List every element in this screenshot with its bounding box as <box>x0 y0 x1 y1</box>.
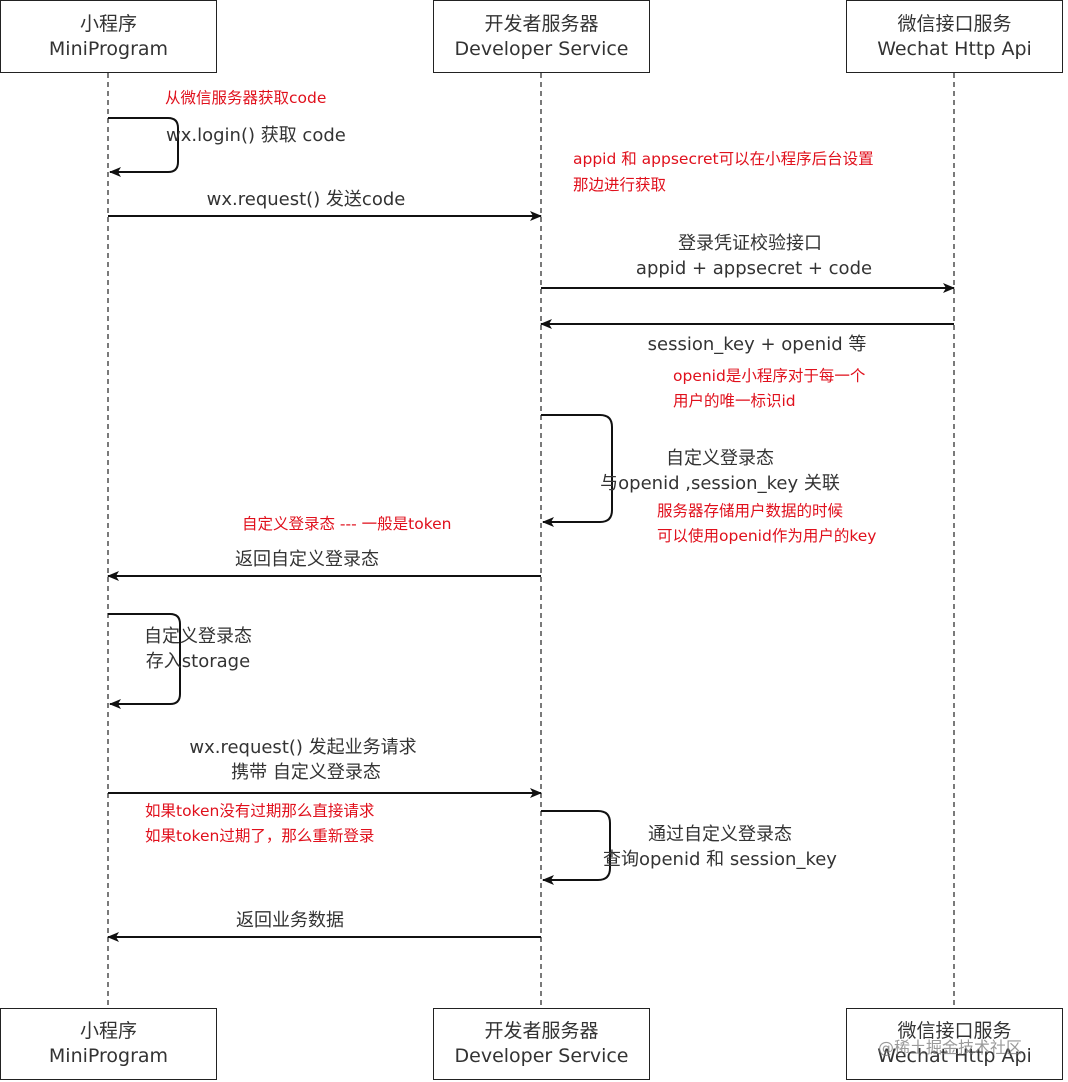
note-expire-line2: 如果token过期了，那么重新登录 <box>145 827 375 845</box>
actor-developer-service-bottom: 开发者服务器 Developer Service <box>433 1008 650 1080</box>
actor-label-zh: 开发者服务器 <box>484 12 599 35</box>
watermark: @稀土掘金技术社区 <box>878 1038 1023 1057</box>
actor-label-zh: 微信接口服务 <box>897 12 1012 35</box>
actor-label-en: Developer Service <box>454 37 629 60</box>
message-verify-line1: 登录凭证校验接口 <box>678 233 822 254</box>
self-arrow-query <box>541 810 611 885</box>
actor-miniprogram-bottom: 小程序 MiniProgram <box>0 1008 217 1080</box>
message-send-code: wx.request() 发送code <box>206 189 406 210</box>
actor-label-zh: 微信接口服务 <box>897 1020 1012 1042</box>
note-get-code: 从微信服务器获取code <box>165 89 327 107</box>
self-arrow-custom-state <box>541 414 613 527</box>
message-biz-request-line1: wx.request() 发起业务请求 <box>189 737 417 758</box>
note-store-key-line1: 服务器存储用户数据的时候 <box>657 502 844 520</box>
message-store-line2: 存入storage <box>145 651 251 672</box>
message-query-line1: 通过自定义登录态 <box>648 824 792 845</box>
note-expire-line1: 如果token没有过期那么直接请求 <box>145 802 375 820</box>
actor-label-en: Developer Service <box>454 1045 629 1067</box>
actor-label-en: Wechat Http Api <box>877 1045 1032 1067</box>
note-store-key-line2: 可以使用openid作为用户的key <box>657 527 877 545</box>
actor-developer-service-top: 开发者服务器 Developer Service <box>433 0 650 73</box>
message-custom-state-line2: 与openid ,session_key 关联 <box>600 473 840 494</box>
message-login: wx.login() 获取 code <box>166 125 346 146</box>
actor-label-zh: 开发者服务器 <box>484 1020 599 1042</box>
actor-label-en: MiniProgram <box>48 37 169 60</box>
message-store-line1: 自定义登录态 <box>144 626 252 647</box>
actor-wechat-api-bottom: 微信接口服务 Wechat Http Api <box>846 1008 1063 1080</box>
actor-miniprogram-top: 小程序 MiniProgram <box>0 0 217 73</box>
self-arrow-login <box>108 117 179 177</box>
actor-label-en: MiniProgram <box>48 1045 169 1067</box>
message-return-biz: 返回业务数据 <box>236 910 344 931</box>
actor-label-en: Wechat Http Api <box>877 37 1032 60</box>
note-appsecret-line2: 那边进行获取 <box>573 176 667 194</box>
self-arrow-store <box>108 613 181 709</box>
note-appsecret-line1: appid 和 appsecret可以在小程序后台设置 <box>573 150 874 168</box>
actor-label-zh: 小程序 <box>79 1020 137 1042</box>
message-custom-state-line1: 自定义登录态 <box>666 448 774 469</box>
message-return-state: 返回自定义登录态 <box>235 549 379 570</box>
message-session-reply: session_key + openid 等 <box>647 334 867 355</box>
actor-wechat-api-top: 微信接口服务 Wechat Http Api <box>846 0 1063 73</box>
message-verify-line2: appid + appsecret + code <box>635 258 873 279</box>
note-openid-line1: openid是小程序对于每一个 <box>673 367 866 385</box>
note-openid-line2: 用户的唯一标识id <box>673 392 796 410</box>
actor-label-zh: 小程序 <box>79 12 137 35</box>
message-query-line2: 查询openid 和 session_key <box>603 849 837 870</box>
message-biz-request-line2: 携带 自定义登录态 <box>231 762 381 783</box>
note-token: 自定义登录态 --- 一般是token <box>242 515 452 533</box>
